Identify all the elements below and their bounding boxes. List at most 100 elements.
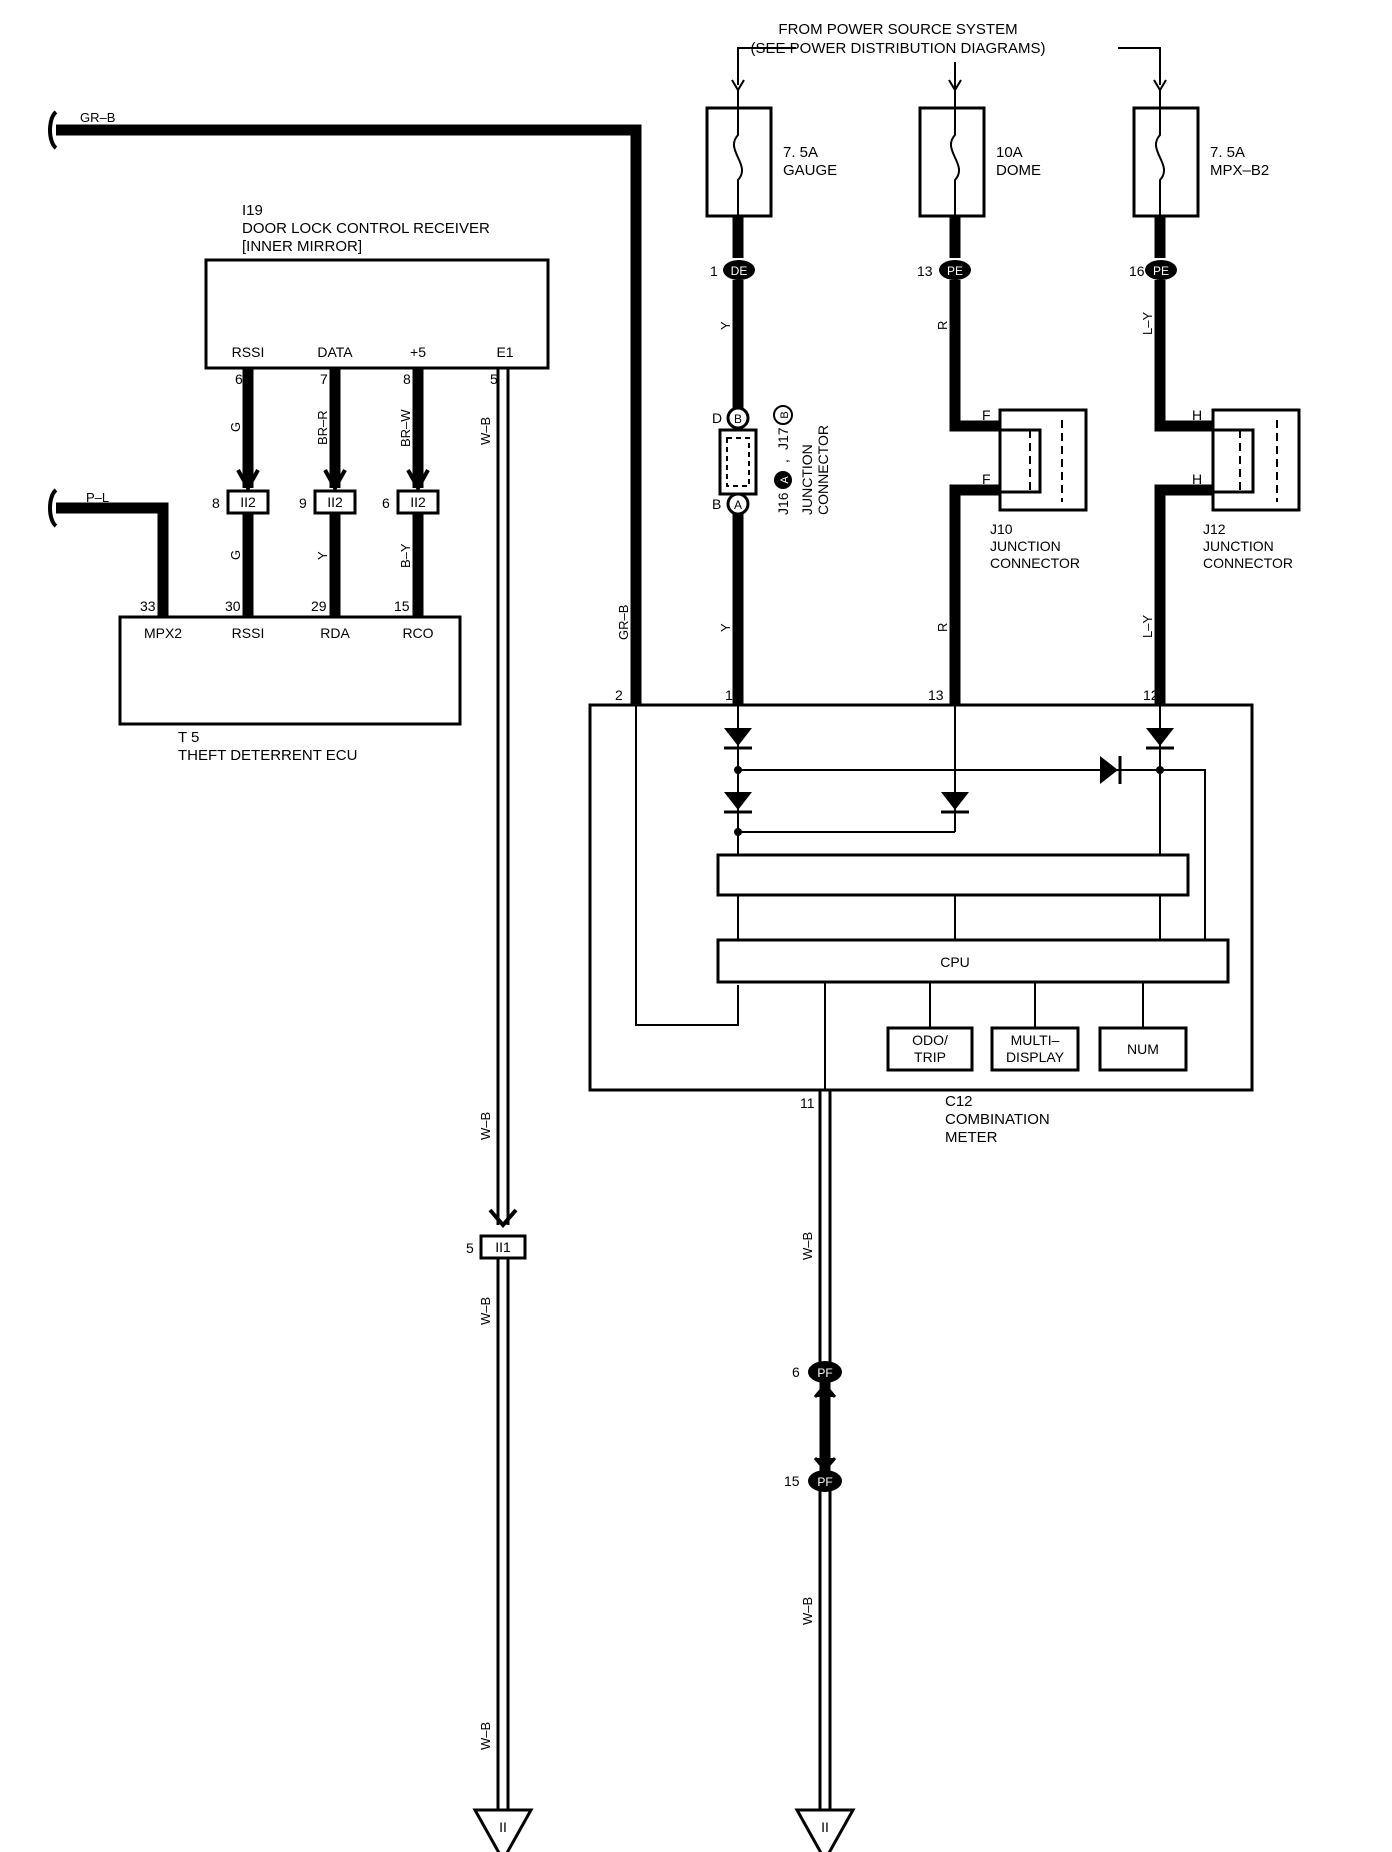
svg-text:COMBINATION: COMBINATION — [945, 1111, 1050, 1128]
svg-text:J10: J10 — [990, 521, 1013, 537]
svg-text:CONNECTOR: CONNECTOR — [990, 555, 1080, 571]
svg-text:7. 5A: 7. 5A — [783, 144, 818, 161]
wire-label-r-top: R — [935, 321, 950, 330]
svg-text:DE: DE — [731, 264, 748, 278]
svg-text:1: 1 — [725, 687, 733, 703]
svg-text:RSSI: RSSI — [232, 344, 265, 360]
wire-label-br-r: BR–R — [315, 410, 330, 445]
svg-text:JUNCTION: JUNCTION — [799, 444, 815, 515]
svg-text:GAUGE: GAUGE — [783, 162, 837, 179]
svg-text:THEFT DETERRENT ECU: THEFT DETERRENT ECU — [178, 747, 357, 764]
wire-label-w-b-1: W–B — [478, 417, 493, 445]
power-source-line2: (SEE POWER DISTRIBUTION DIAGRAMS) — [750, 40, 1045, 57]
wire-label-ly-bottom: L–Y — [1140, 615, 1155, 638]
junction-j16-j17: D B A B J16 A , J17 B JUNCTION CONNECTOR — [712, 405, 831, 516]
svg-text:DOME: DOME — [996, 162, 1041, 179]
svg-text:II: II — [499, 1819, 507, 1835]
svg-text:A: A — [779, 476, 791, 484]
svg-text:2: 2 — [615, 687, 623, 703]
svg-text:J12: J12 — [1203, 521, 1226, 537]
wire-label-b-y: B–Y — [398, 543, 413, 568]
svg-text:I19: I19 — [242, 202, 263, 219]
ground-symbol-right: II — [794, 1808, 856, 1852]
svg-text:METER: METER — [945, 1129, 998, 1146]
svg-text:13: 13 — [928, 687, 944, 703]
power-source-line1: FROM POWER SOURCE SYSTEM — [778, 21, 1017, 38]
svg-text:B: B — [712, 496, 721, 512]
wire-w-b-e1 — [488, 368, 518, 1810]
wire-label-y-top: Y — [718, 321, 733, 330]
svg-text:E1: E1 — [496, 344, 513, 360]
svg-text:1: 1 — [710, 263, 718, 279]
door-lock-control-receiver: I19 DOOR LOCK CONTROL RECEIVER [INNER MI… — [204, 202, 550, 387]
ground-symbol-left: II — [472, 1808, 534, 1852]
wire-label-w-b-6: W–B — [800, 1597, 815, 1625]
svg-text:33: 33 — [140, 598, 156, 614]
svg-text:RDA: RDA — [320, 625, 350, 641]
svg-text:C12: C12 — [945, 1093, 973, 1110]
wire-arrows-ii2 — [236, 469, 430, 493]
connector-pe-13: 13 PE — [917, 260, 971, 280]
wire-label-ly-top: L–Y — [1140, 312, 1155, 335]
wire-label-gr-b-side: GR–B — [616, 605, 631, 640]
svg-text:9: 9 — [299, 495, 307, 511]
svg-text:CPU: CPU — [940, 954, 970, 970]
connector-ii2-8: 8 II2 — [212, 489, 270, 515]
wire-label-r-bottom: R — [935, 623, 950, 632]
svg-text:JUNCTION: JUNCTION — [990, 538, 1061, 554]
svg-text:H: H — [1192, 407, 1202, 423]
theft-deterrent-ecu: 33 30 29 15 MPX2 RSSI RDA RCO T 5 THEFT … — [118, 598, 462, 764]
connector-ii2-6: 6 II2 — [382, 489, 440, 515]
svg-text:15: 15 — [784, 1473, 800, 1489]
wire-label-y-bottom: Y — [718, 623, 733, 632]
svg-text:H: H — [1192, 471, 1202, 487]
svg-text:II2: II2 — [240, 494, 256, 510]
svg-text:PE: PE — [1153, 264, 1169, 278]
svg-text:29: 29 — [311, 598, 327, 614]
wire-label-br-w: BR–W — [398, 409, 413, 447]
svg-text:PF: PF — [817, 1475, 832, 1489]
wire-label-gr-b-top: GR–B — [80, 110, 115, 125]
svg-text:II2: II2 — [410, 494, 426, 510]
junction-j10: F F J10 JUNCTION CONNECTOR — [982, 407, 1088, 571]
svg-text:6: 6 — [235, 371, 243, 387]
junction-j12: H H J12 JUNCTION CONNECTOR — [1192, 407, 1301, 571]
wire-label-w-b-3: W–B — [478, 1297, 493, 1325]
connector-pe-16: 16 PE — [1129, 260, 1177, 280]
wire-label-w-b-5: W–B — [800, 1232, 815, 1260]
svg-text:10A: 10A — [996, 144, 1023, 161]
connector-pf-6: 6 PF — [792, 1361, 842, 1383]
svg-text:DATA: DATA — [317, 344, 353, 360]
svg-text:MPX2: MPX2 — [144, 625, 182, 641]
svg-text:MPX–B2: MPX–B2 — [1210, 162, 1269, 179]
svg-text:13: 13 — [917, 263, 933, 279]
wire-label-y-ecu: Y — [315, 551, 330, 560]
svg-text:DOOR LOCK CONTROL RECEIVER: DOOR LOCK CONTROL RECEIVER — [242, 220, 490, 237]
svg-text:D: D — [712, 410, 722, 426]
svg-text:J16: J16 — [775, 492, 791, 515]
svg-text:F: F — [982, 471, 991, 487]
svg-text:8: 8 — [212, 495, 220, 511]
svg-text:PF: PF — [817, 1366, 832, 1380]
svg-text:[INNER MIRROR]: [INNER MIRROR] — [242, 238, 362, 255]
svg-text:II1: II1 — [495, 1239, 511, 1255]
svg-text:,: , — [775, 459, 791, 463]
svg-text:J17: J17 — [775, 427, 791, 450]
svg-text:CONNECTOR: CONNECTOR — [1203, 555, 1293, 571]
svg-text:7. 5A: 7. 5A — [1210, 144, 1245, 161]
svg-text:15: 15 — [394, 598, 410, 614]
wire-label-w-b-2: W–B — [478, 1112, 493, 1140]
svg-text:12: 12 — [1143, 687, 1159, 703]
svg-text:II2: II2 — [327, 494, 343, 510]
svg-text:B: B — [779, 411, 791, 418]
svg-text:RSSI: RSSI — [232, 625, 265, 641]
svg-text:RCO: RCO — [402, 625, 433, 641]
svg-text:11: 11 — [800, 1095, 815, 1111]
fuse-gauge: 7. 5A GAUGE — [705, 90, 837, 218]
svg-text:8: 8 — [403, 371, 411, 387]
connector-pf-15: 15 PF — [784, 1470, 842, 1492]
svg-text:7: 7 — [320, 371, 328, 387]
svg-text:6: 6 — [792, 1364, 800, 1380]
svg-text:ODO/: ODO/ — [912, 1032, 948, 1048]
